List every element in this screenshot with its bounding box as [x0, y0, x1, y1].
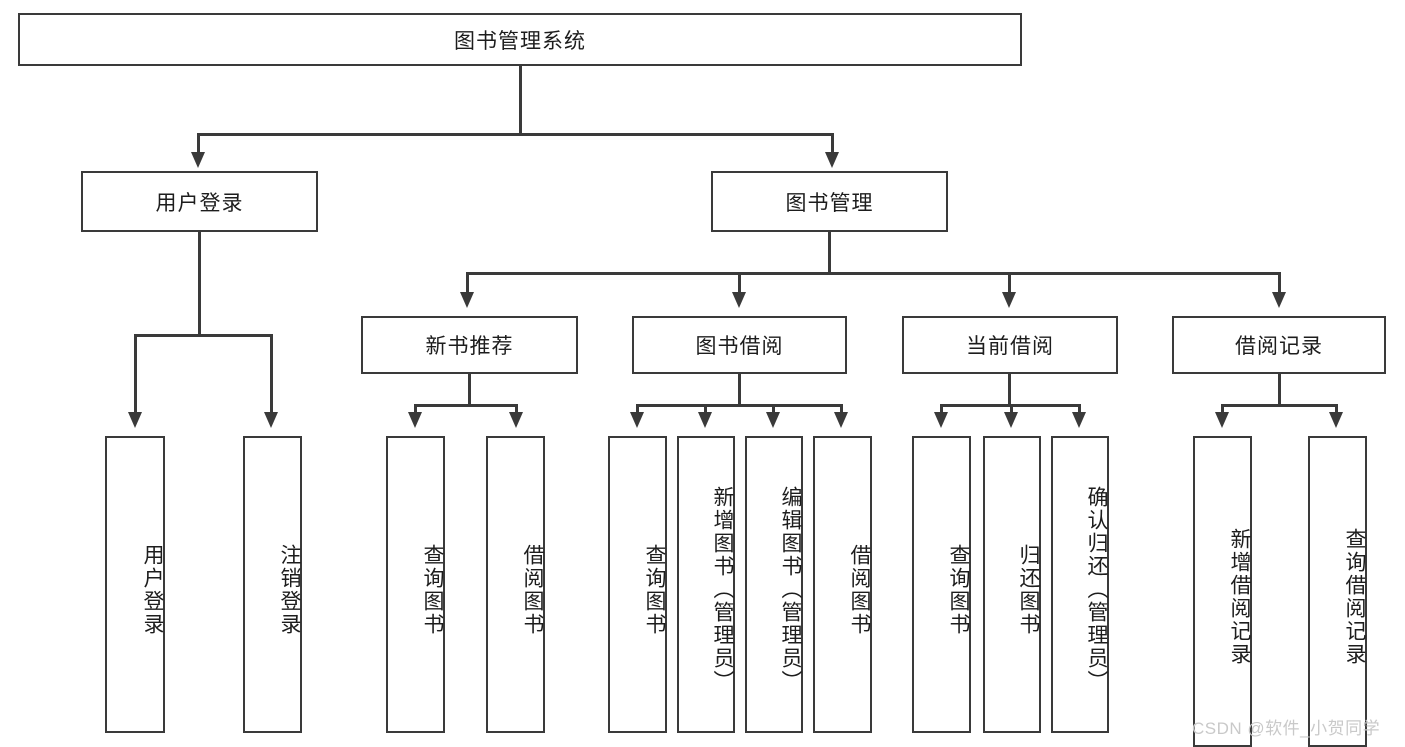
- arrow-root-to-book-management: [825, 152, 839, 168]
- arrow-bookmgmt-to-borrow-record: [1272, 292, 1286, 308]
- edge-bookborrow-to-leaf2: [704, 404, 707, 416]
- node-label: 编辑图书（管理员）: [779, 486, 802, 693]
- node-label: 注销登录: [278, 543, 301, 636]
- arrow-bookmgmt-to-current-borrow: [1002, 292, 1016, 308]
- edge-userlogin-to-leaf2: [270, 334, 273, 416]
- arrow-bookborrow-to-leaf3: [766, 412, 780, 428]
- node-label: 查询借阅记录: [1343, 527, 1366, 666]
- edge-bookborrow-to-leaf3: [772, 404, 775, 416]
- node-label: 查询图书: [947, 543, 970, 636]
- node-label: 查询图书: [421, 543, 444, 636]
- arrow-userlogin-to-leaf1: [128, 412, 142, 428]
- arrow-currentborrow-to-leaf1: [934, 412, 948, 428]
- node-book-management[interactable]: 图书管理: [711, 171, 948, 232]
- node-current-borrow[interactable]: 当前借阅: [902, 316, 1118, 374]
- node-leaf-query-book-borrow[interactable]: 查询图书: [608, 436, 667, 733]
- arrow-root-to-user-login: [191, 152, 205, 168]
- node-leaf-borrow-book[interactable]: 借阅图书: [813, 436, 872, 733]
- node-root-book-management-system[interactable]: 图书管理系统: [18, 13, 1022, 66]
- arrow-currentborrow-to-leaf2: [1004, 412, 1018, 428]
- edge-currentborrow-to-leaf3: [1078, 404, 1081, 416]
- node-leaf-return-book[interactable]: 归还图书: [983, 436, 1041, 733]
- node-label: 确认归还（管理员）: [1085, 486, 1108, 693]
- arrow-newbook-to-leaf2: [509, 412, 523, 428]
- edge-bookborrow-bus: [636, 404, 843, 407]
- node-label: 借阅图书: [521, 543, 544, 636]
- edge-bookmgmt-to-current-borrow: [1008, 272, 1011, 296]
- edge-newbook-trunk: [468, 374, 471, 406]
- node-book-borrow[interactable]: 图书借阅: [632, 316, 847, 374]
- edge-root-trunk: [519, 66, 522, 133]
- node-leaf-edit-book-admin[interactable]: 编辑图书（管理员）: [745, 436, 803, 733]
- edge-bookborrow-trunk: [738, 374, 741, 406]
- node-leaf-query-borrow-record[interactable]: 查询借阅记录: [1308, 436, 1367, 747]
- node-label: 归还图书: [1017, 543, 1040, 636]
- node-leaf-query-book-new[interactable]: 查询图书: [386, 436, 445, 733]
- arrow-bookborrow-to-leaf1: [630, 412, 644, 428]
- edge-newbook-to-leaf1: [414, 404, 417, 416]
- node-new-book-recommend[interactable]: 新书推荐: [361, 316, 578, 374]
- edge-currentborrow-trunk: [1008, 374, 1011, 406]
- node-label: 借阅记录: [1235, 335, 1323, 358]
- node-label: 图书借阅: [695, 335, 784, 358]
- arrow-borrowrecord-to-leaf2: [1329, 412, 1343, 428]
- edge-bookmgmt-to-new-book: [466, 272, 469, 296]
- node-leaf-user-login[interactable]: 用户登录: [105, 436, 165, 733]
- edge-bookborrow-to-leaf4: [840, 404, 843, 416]
- edge-root-to-user-login: [197, 133, 200, 156]
- edge-root-bus: [197, 133, 834, 136]
- node-leaf-add-borrow-record[interactable]: 新增借阅记录: [1193, 436, 1252, 747]
- edge-bookborrow-to-leaf1: [636, 404, 639, 416]
- edge-borrowrecord-trunk: [1278, 374, 1281, 406]
- node-label: 新增图书（管理员）: [711, 486, 734, 693]
- edge-userlogin-bus: [134, 334, 273, 337]
- edge-bookmgmt-to-borrow-record: [1278, 272, 1281, 296]
- node-borrow-record[interactable]: 借阅记录: [1172, 316, 1386, 374]
- node-label: 图书管理系统: [454, 29, 586, 53]
- edge-borrowrecord-to-leaf2: [1335, 404, 1338, 416]
- node-leaf-borrow-book-new[interactable]: 借阅图书: [486, 436, 545, 733]
- edge-bookmgmt-trunk: [828, 232, 831, 274]
- edge-bookmgmt-bus: [466, 272, 1281, 275]
- csdn-watermark: CSDN @软件_小贺同学: [1192, 719, 1381, 738]
- arrow-currentborrow-to-leaf3: [1072, 412, 1086, 428]
- edge-root-to-book-management: [831, 133, 834, 156]
- edge-borrowrecord-bus: [1221, 404, 1338, 407]
- arrow-userlogin-to-leaf2: [264, 412, 278, 428]
- edge-userlogin-trunk: [198, 232, 201, 337]
- node-label: 用户登录: [155, 191, 244, 215]
- arrow-bookborrow-to-leaf4: [834, 412, 848, 428]
- edge-currentborrow-to-leaf2: [1010, 404, 1013, 416]
- node-label: 查询图书: [643, 543, 666, 636]
- arrow-bookborrow-to-leaf2: [698, 412, 712, 428]
- edge-bookmgmt-to-book-borrow: [738, 272, 741, 296]
- node-leaf-add-book-admin[interactable]: 新增图书（管理员）: [677, 436, 735, 733]
- edge-currentborrow-bus: [940, 404, 1079, 407]
- arrow-bookmgmt-to-book-borrow: [732, 292, 746, 308]
- node-label: 当前借阅: [966, 335, 1054, 358]
- edge-borrowrecord-to-leaf1: [1221, 404, 1224, 416]
- arrow-bookmgmt-to-new-book: [460, 292, 474, 308]
- node-user-login[interactable]: 用户登录: [81, 171, 318, 232]
- node-leaf-query-book-current[interactable]: 查询图书: [912, 436, 971, 733]
- node-label: 用户登录: [141, 543, 164, 636]
- arrow-newbook-to-leaf1: [408, 412, 422, 428]
- edge-newbook-to-leaf2: [515, 404, 518, 416]
- edge-userlogin-to-leaf1: [134, 334, 137, 416]
- node-leaf-confirm-return-admin[interactable]: 确认归还（管理员）: [1051, 436, 1109, 733]
- node-label: 图书管理: [785, 191, 874, 215]
- node-label: 新增借阅记录: [1228, 527, 1251, 666]
- edge-newbook-bus: [414, 404, 518, 407]
- node-label: 新书推荐: [425, 335, 514, 358]
- arrow-borrowrecord-to-leaf1: [1215, 412, 1229, 428]
- node-leaf-logout[interactable]: 注销登录: [243, 436, 302, 733]
- node-label: 借阅图书: [848, 543, 871, 636]
- edge-currentborrow-to-leaf1: [940, 404, 943, 416]
